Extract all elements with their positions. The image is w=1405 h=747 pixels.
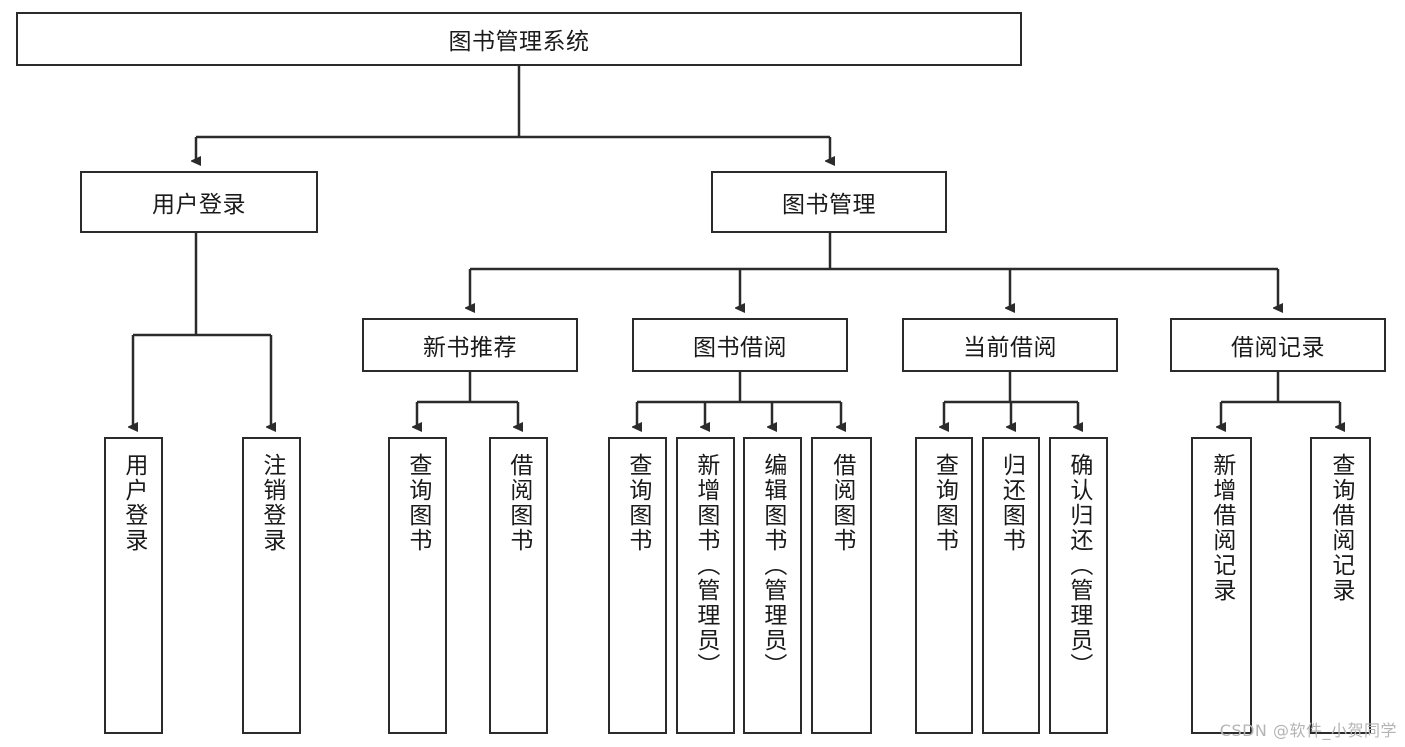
node-leaf-user-login[interactable]: 用户登录 [104,437,163,734]
node-leaf-edit-book-admin[interactable]: 编辑图书（管理员） [743,437,802,734]
node-label: 查询图书 [931,453,958,553]
node-borrow-record[interactable]: 借阅记录 [1170,318,1386,372]
node-current-borrow[interactable]: 当前借阅 [902,318,1118,372]
node-label: 新增借阅记录 [1208,453,1235,603]
node-label: 查询图书 [624,453,651,553]
node-label: 用户登录 [152,192,246,218]
node-book-management-system[interactable]: 图书管理系统 [16,12,1022,66]
node-label: 借阅记录 [1231,335,1325,361]
node-label: 借阅图书 [505,453,532,553]
node-label: 新书推荐 [423,335,517,361]
node-leaf-query-book-2[interactable]: 查询图书 [608,437,667,734]
node-label: 当前借阅 [963,335,1057,361]
node-label: 查询借阅记录 [1327,453,1354,603]
node-leaf-query-book-3[interactable]: 查询图书 [915,437,973,734]
node-label: 编辑图书（管理员） [759,453,786,678]
node-leaf-add-borrow-record[interactable]: 新增借阅记录 [1191,437,1252,734]
node-label: 图书管理 [782,192,876,218]
node-label: 图书借阅 [693,335,787,361]
node-label: 借阅图书 [828,453,855,553]
node-leaf-confirm-return-admin[interactable]: 确认归还（管理员） [1049,437,1108,734]
node-user-login[interactable]: 用户登录 [80,171,318,233]
node-book-management[interactable]: 图书管理 [711,171,947,233]
node-leaf-query-book-1[interactable]: 查询图书 [388,437,447,734]
watermark: CSDN @软件_小贺同学 [1219,721,1397,740]
node-leaf-add-book-admin[interactable]: 新增图书（管理员） [676,437,735,734]
node-leaf-logout-login[interactable]: 注销登录 [242,437,301,734]
node-label: 用户登录 [120,453,147,553]
node-leaf-query-borrow-record[interactable]: 查询借阅记录 [1310,437,1371,734]
node-label: 确认归还（管理员） [1065,453,1092,678]
node-leaf-borrow-book-2[interactable]: 借阅图书 [811,437,872,734]
node-label: 图书管理系统 [448,29,590,55]
node-new-book-recommend[interactable]: 新书推荐 [362,318,578,372]
node-label: 归还图书 [998,453,1025,553]
node-label: 注销登录 [258,453,285,553]
node-leaf-borrow-book-1[interactable]: 借阅图书 [489,437,548,734]
node-label: 查询图书 [404,453,431,553]
node-label: 新增图书（管理员） [692,453,719,678]
node-leaf-return-book[interactable]: 归还图书 [982,437,1040,734]
node-book-borrow[interactable]: 图书借阅 [632,318,848,372]
